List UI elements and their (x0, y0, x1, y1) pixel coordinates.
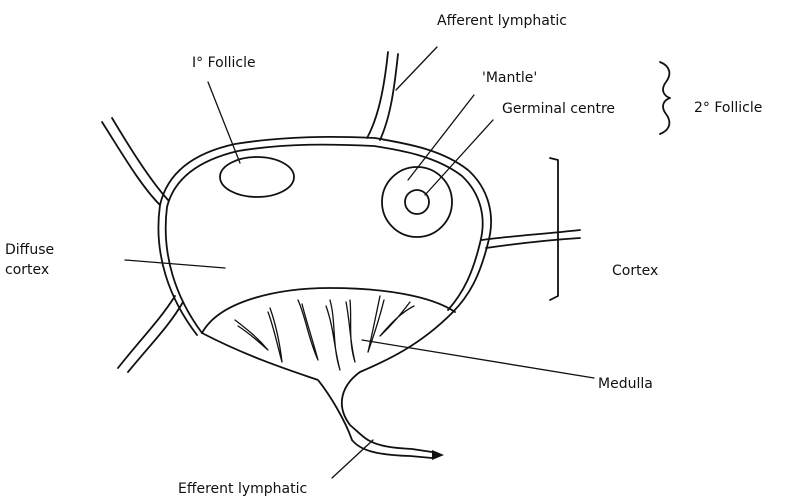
label-cortex: Cortex (612, 263, 658, 279)
label-germinal-centre: Germinal centre (502, 101, 615, 117)
label-secondary-follicle: 2° Follicle (694, 100, 762, 116)
afferent-lymphatic-vessel (367, 47, 437, 140)
efferent-arrowhead (432, 450, 444, 460)
label-medulla: Medulla (598, 376, 653, 392)
label-primary-follicle: I° Follicle (192, 55, 256, 71)
medulla (202, 288, 594, 440)
medulla-lower-left (202, 333, 352, 440)
label-efferent-lymphatic: Efferent lymphatic (178, 481, 307, 497)
trabeculae (102, 118, 580, 372)
germinal-centre-pointer (425, 120, 493, 195)
medulla-boundary (202, 288, 455, 333)
medulla-pointer (362, 340, 594, 378)
afferent-pointer-line (396, 47, 437, 90)
diffuse-cortex-pointer (125, 260, 225, 268)
label-mantle: 'Mantle' (482, 70, 537, 86)
efferent-pointer (332, 440, 373, 478)
label-cortex-word: cortex (5, 262, 49, 278)
efferent-lymphatic-vessel (332, 440, 444, 478)
primary-follicle-oval (220, 157, 294, 197)
secondary-follicle-brace (660, 62, 670, 134)
medulla-lower-right (342, 313, 452, 440)
label-afferent-lymphatic: Afferent lymphatic (437, 13, 567, 29)
cortex-bracket (550, 158, 558, 300)
label-diffuse: Diffuse (5, 242, 54, 258)
